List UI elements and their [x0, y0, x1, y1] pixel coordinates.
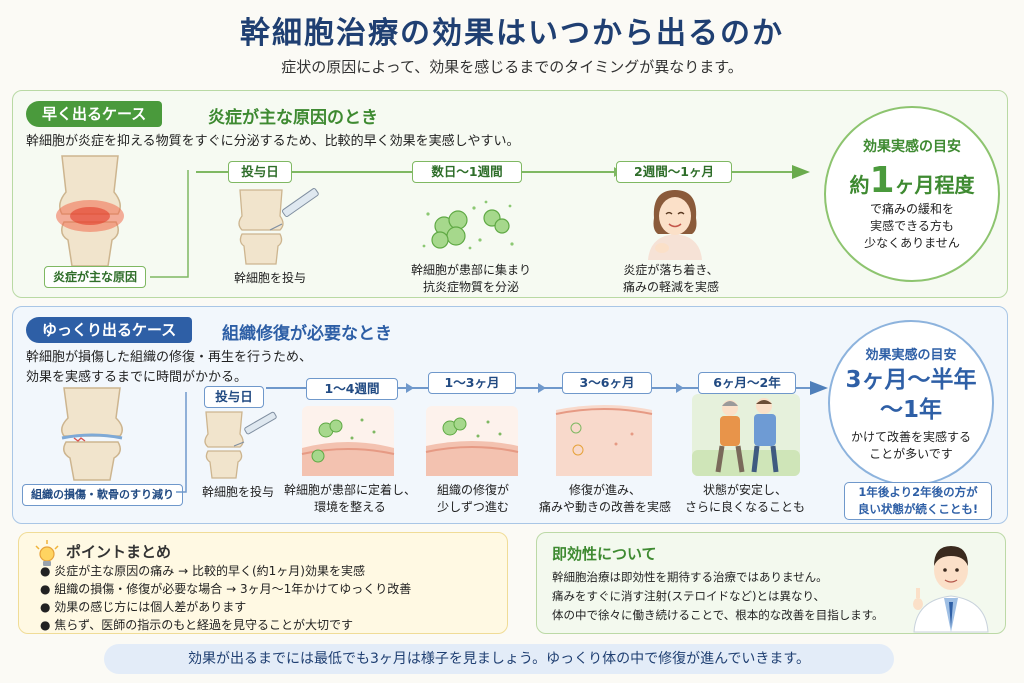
early-result-suffix: ヶ月程度: [894, 173, 975, 197]
slow-stage-3-caption: 修復が進み、 痛みや動きの改善を実感: [530, 482, 680, 516]
slow-stage-0-label: 投与日: [204, 386, 264, 408]
early-stage-0-label: 投与日: [228, 161, 292, 183]
immediate-heading: 即効性について: [552, 545, 657, 563]
points-item-1: 組織の損傷・修復が必要な場合 → 3ヶ月〜1年かけてゆっくり改善: [54, 582, 412, 596]
slow-stage-1-caption-line1: 幹細胞が患部に定着し、: [283, 483, 416, 497]
page-title: 幹細胞治療の効果はいつから出るのか: [240, 16, 784, 51]
slow-case-heading: 組織修復が必要なとき: [222, 324, 392, 344]
immediate-line1: 幹細胞治療は即効性を期待する治療ではありません。: [552, 570, 828, 584]
page-subtitle: 症状の原因によって、効果を感じるまでのタイミングが異なります。: [281, 58, 743, 76]
slow-stage-3-label: 3〜6ヶ月: [562, 372, 652, 394]
slow-stage-3-caption-line2: 痛みや動きの改善を実感: [538, 500, 671, 514]
early-case-heading: 炎症が主な原因のとき: [208, 108, 378, 128]
early-cause-label: 炎症が主な原因: [44, 266, 147, 288]
points-heading: ポイントまとめ: [66, 543, 172, 561]
slow-stage-2-caption-line2: 少しずつ進む: [437, 500, 509, 514]
slow-result-note-line1: かけて改善を実感する: [850, 430, 971, 444]
early-result-heading: 効果実感の目安: [863, 139, 961, 155]
early-result-prefix: 約: [849, 173, 870, 197]
early-stage-1-caption: 幹細胞が患部に集まり 抗炎症物質を分泌: [396, 262, 546, 296]
slow-result-badge: 1年後より2年後の方が 良い状態が続くことも!: [844, 482, 992, 520]
early-result-note-line1: で痛みの緩和を: [869, 202, 954, 216]
slow-result-note-line2: ことが多いです: [869, 447, 953, 461]
early-result-number: 1: [869, 160, 895, 201]
early-stage-2-label: 2週間〜1ヶ月: [616, 161, 732, 183]
slow-case-description-line1: 幹細胞が損傷した組織の修復・再生を行うため、: [26, 350, 313, 365]
slow-stage-4-caption: 状態が安定し、 さらに良くなることも: [670, 482, 820, 516]
slow-result-circle: 効果実感の目安 3ヶ月〜半年 〜1年 かけて改善を実感する ことが多いです: [828, 320, 994, 486]
slow-result-badge-line2: 良い状態が続くことも!: [857, 502, 979, 516]
slow-stage-3-caption-line1: 修復が進み、: [568, 483, 641, 497]
early-result-note-line3: 少なくありません: [864, 236, 960, 250]
early-result-note: で痛みの緩和を 実感できる方も 少なくありません: [826, 201, 998, 252]
slow-stage-0-caption: 幹細胞を投与: [201, 485, 274, 499]
early-stage-1-caption-line1: 幹細胞が患部に集まり: [410, 263, 531, 277]
early-connector: [150, 170, 189, 278]
doctor-illustration: [913, 546, 989, 633]
immediate-body: 幹細胞治療は即効性を期待する治療ではありません。 痛みをすぐに消す注射(ステロイ…: [552, 568, 884, 625]
early-stage-2-caption: 炎症が落ち着き、 痛みの軽減を実感: [596, 262, 746, 296]
slow-case-description-line2: 効果を実感するまでに時間がかかる。: [26, 370, 248, 385]
slow-case-tag: ゆっくり出るケース: [26, 317, 193, 343]
points-panel: [18, 532, 508, 634]
tissue-stage-3-illustration: [555, 405, 653, 476]
injection-knee-illustration: [238, 188, 319, 265]
early-result-value: 約1ヶ月程度: [826, 160, 998, 201]
slow-result-heading: 効果実感の目安: [865, 348, 957, 363]
slow-stage-2-label: 1〜3ヶ月: [428, 372, 516, 394]
immediate-line3: 体の中で徐々に働き続けることで、根本的な改善を目指します。: [552, 608, 884, 622]
slow-stage-1-label: 1〜4週間: [306, 378, 398, 400]
early-stage-2-caption-line1: 炎症が落ち着き、: [623, 263, 719, 277]
slow-stage-1-caption: 幹細胞が患部に定着し、 環境を整える: [280, 482, 420, 516]
tissue-stage-1-illustration: [301, 406, 395, 476]
slow-result-line1: 3ヶ月〜半年: [845, 367, 977, 393]
points-list: ● 炎症が主な原因の痛み → 比較的早く(約1ヶ月)効果を実感 ● 組織の損傷・…: [40, 562, 411, 634]
immediate-line2: 痛みをすぐに消す注射(ステロイドなど)とは異なり、: [552, 589, 826, 603]
footer-note: 効果が出るまでには最低でも3ヶ月は様子を見ましょう。ゆっくり体の中で修復が進んで…: [104, 644, 894, 674]
points-item-0: 炎症が主な原因の痛み → 比較的早く(約1ヶ月)効果を実感: [54, 564, 365, 578]
slow-result-note: かけて改善を実感する ことが多いです: [830, 429, 992, 463]
slow-result-line2: 〜1年: [879, 397, 942, 423]
points-item: ● 効果の感じ方には個人差があります: [40, 600, 247, 614]
slow-case-description: 幹細胞が損傷した組織の修復・再生を行うため、 効果を実感するまでに時間がかかる。: [26, 348, 312, 388]
points-item: ● 組織の損傷・修復が必要な場合 → 3ヶ月〜1年かけてゆっくり改善: [40, 582, 412, 596]
slow-stage-1-caption-line2: 環境を整える: [314, 500, 386, 514]
early-stage-2-caption-line2: 痛みの軽減を実感: [622, 280, 719, 294]
points-item: ● 焦らず、医師の指示のもと経過を見守ることが大切です: [40, 618, 353, 632]
slow-result-value: 3ヶ月〜半年 〜1年: [830, 365, 992, 425]
slow-stage-2-caption: 組織の修復が 少しずつ進む: [408, 482, 538, 516]
points-item-3: 焦らず、医師の指示のもと経過を見守ることが大切です: [54, 618, 353, 632]
early-result-note-line2: 実感できる方も: [870, 219, 954, 233]
slow-stage-4-caption-line2: さらに良くなることも: [684, 500, 805, 514]
slow-stage-4-caption-line1: 状態が安定し、: [702, 483, 787, 497]
early-case-tag: 早く出るケース: [26, 101, 163, 127]
slow-stage-2-caption-line1: 組織の修復が: [436, 483, 509, 497]
early-result-circle: 効果実感の目安 約1ヶ月程度 で痛みの緩和を 実感できる方も 少なくありません: [824, 106, 1000, 282]
slow-connector: [176, 392, 187, 493]
early-stage-1-label: 数日〜1週間: [412, 161, 522, 183]
walking-couple-illustration: [692, 394, 800, 476]
slow-cause-label: 組織の損傷・軟骨のすり減り: [22, 484, 183, 506]
injection-knee-illustration-2: [204, 411, 277, 479]
early-case-description: 幹細胞が炎症を抑える物質をすぐに分泌するため、比較的早く効果を実感しやすい。: [26, 134, 520, 149]
points-item: ● 炎症が主な原因の痛み → 比較的早く(約1ヶ月)効果を実感: [40, 564, 365, 578]
stem-cell-cluster-illustration: [422, 200, 514, 250]
lightbulb-icon: [35, 540, 59, 566]
early-stage-1-caption-line2: 抗炎症物質を分泌: [422, 280, 519, 294]
relieved-patient-illustration: [648, 190, 702, 260]
tissue-stage-2-illustration: [425, 406, 519, 476]
inflamed-knee-illustration: [56, 155, 124, 267]
slow-result-badge-line1: 1年後より2年後の方が: [858, 485, 978, 499]
early-stage-0-caption: 幹細胞を投与: [233, 271, 306, 285]
slow-stage-4-label: 6ヶ月〜2年: [698, 372, 796, 394]
damaged-knee-illustration: [61, 387, 123, 481]
points-item-2: 効果の感じ方には個人差があります: [54, 600, 247, 614]
